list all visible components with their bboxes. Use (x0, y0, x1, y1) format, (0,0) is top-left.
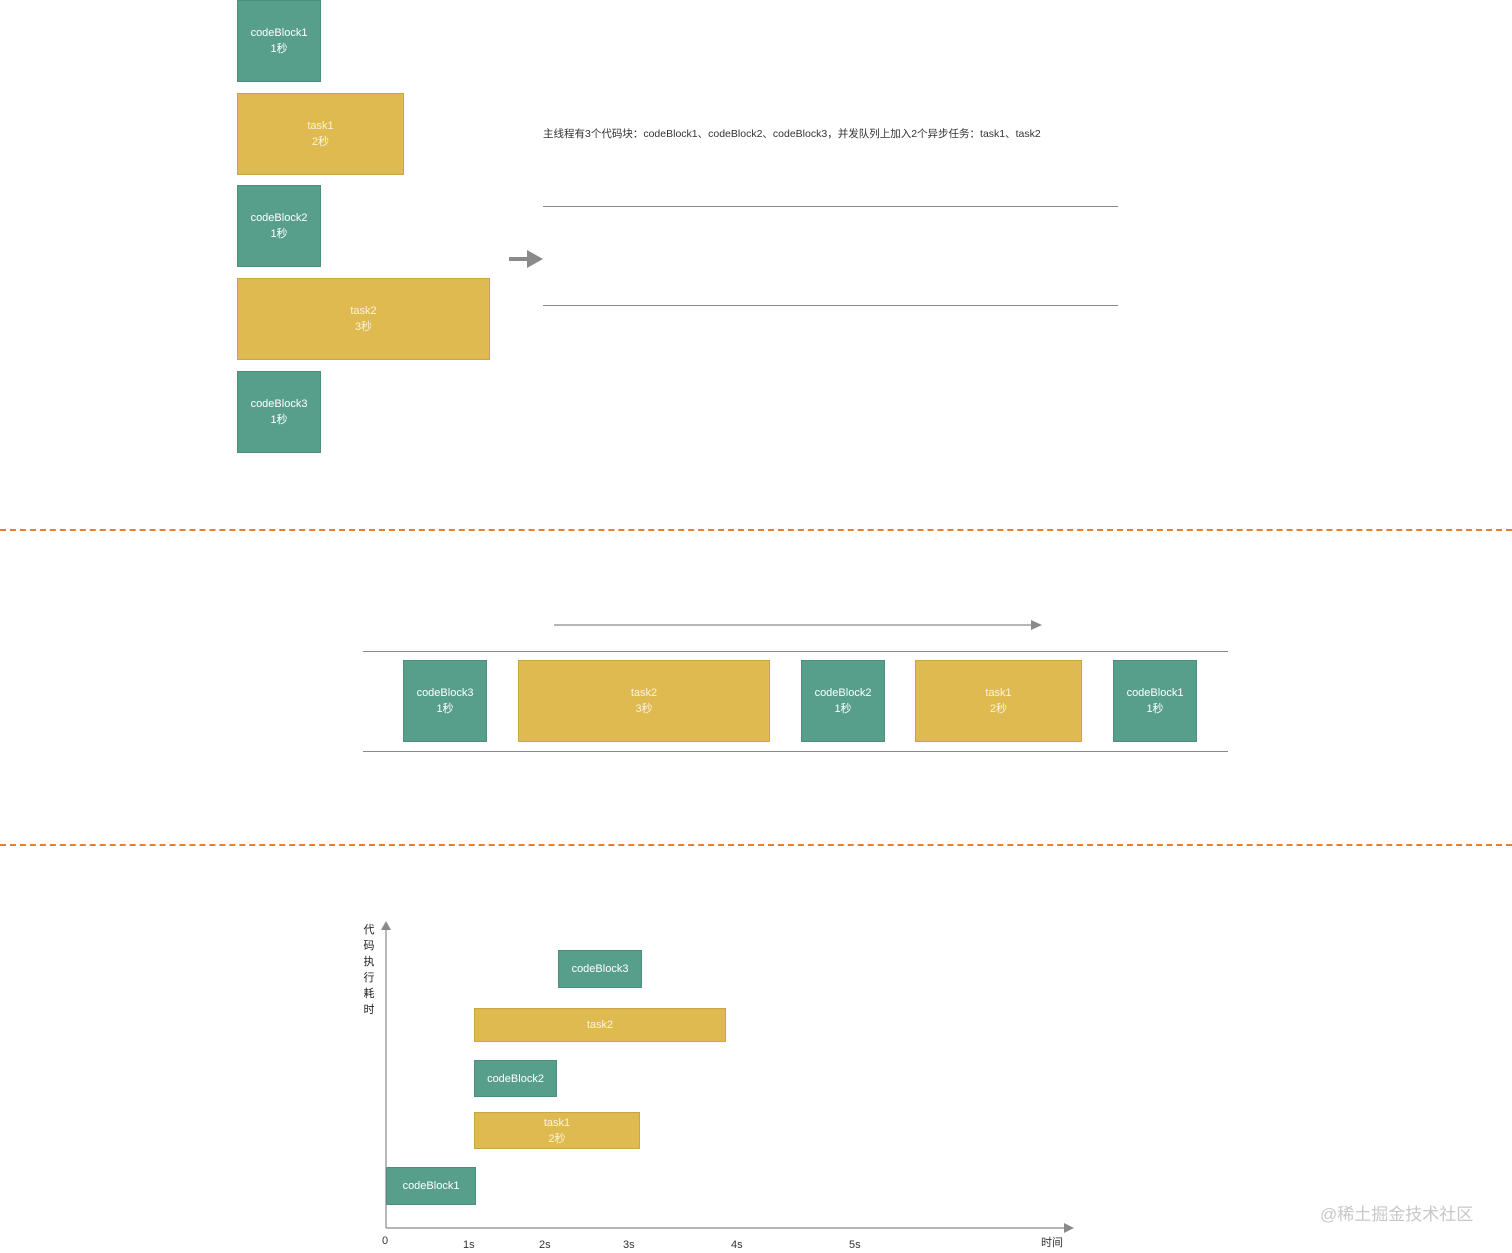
block-duration: 1秒 (834, 703, 852, 715)
block-duration: 2秒 (311, 136, 330, 148)
codeblock1-bar: codeBlock1 (386, 1167, 476, 1205)
task1-bar: task1 2秒 (474, 1112, 640, 1149)
block-name: task1 (307, 120, 334, 132)
block-name: codeBlock3 (416, 687, 474, 699)
bar-name: codeBlock1 (402, 1180, 460, 1192)
x-axis-label: 时间 (1041, 1237, 1063, 1249)
tick-label: 5s (849, 1239, 861, 1251)
codeblock1-block: codeBlock1 1秒 (237, 0, 321, 82)
tick-label: 0 (382, 1235, 389, 1247)
bar-name: task2 (586, 1019, 614, 1031)
queue-bottom-line (363, 751, 1228, 752)
codeblock1-block: codeBlock1 1秒 (1113, 660, 1197, 742)
bar-name: codeBlock3 (571, 963, 629, 975)
tick-label: 3s (623, 1239, 635, 1251)
y-axis-label: 代 码 执 行 耗 时 (363, 924, 375, 1016)
codeblock2-block: codeBlock2 1秒 (801, 660, 885, 742)
block-duration: 1秒 (270, 43, 288, 55)
right-arrow-icon (509, 250, 543, 268)
block-duration: 3秒 (635, 703, 653, 715)
block-duration: 1秒 (1146, 703, 1164, 715)
task2-block: task2 3秒 (237, 278, 490, 360)
codeblock2-bar: codeBlock2 (474, 1060, 557, 1097)
codeblock3-block: codeBlock3 1秒 (237, 371, 321, 453)
task2-block: task2 3秒 (518, 660, 770, 742)
codeblock2-block: codeBlock2 1秒 (237, 185, 321, 267)
section-divider (0, 529, 1512, 531)
block-name: codeBlock1 (250, 27, 308, 39)
block-duration: 3秒 (354, 321, 373, 333)
queue-top-line (543, 206, 1118, 207)
tick-label: 1s (463, 1239, 475, 1251)
block-name: codeBlock2 (250, 212, 308, 224)
codeblock3-block: codeBlock3 1秒 (403, 660, 487, 742)
block-duration: 1秒 (436, 703, 454, 715)
block-name: codeBlock3 (250, 398, 308, 410)
section-divider (0, 844, 1512, 846)
block-name: task2 (350, 305, 377, 317)
task1-block: task1 2秒 (915, 660, 1082, 742)
block-duration: 2秒 (989, 703, 1008, 715)
queue-top-line (363, 651, 1228, 652)
codeblock3-bar: codeBlock3 (558, 950, 642, 988)
queue-bottom-line (543, 305, 1118, 306)
block-duration: 1秒 (270, 228, 288, 240)
direction-arrow-icon (554, 620, 1042, 630)
task1-block: task1 2秒 (237, 93, 404, 175)
block-name: task1 (985, 687, 1012, 699)
block-name: task2 (630, 687, 658, 699)
block-name: codeBlock1 (1126, 687, 1184, 699)
tick-label: 2s (539, 1239, 551, 1251)
block-duration: 1秒 (270, 414, 288, 426)
task2-bar: task2 (474, 1008, 726, 1042)
watermark: @稀土掘金技术社区 (1320, 1205, 1474, 1224)
block-name: codeBlock2 (814, 687, 872, 699)
tick-label: 4s (731, 1239, 743, 1251)
bar-duration: 2秒 (548, 1132, 566, 1145)
bar-name: codeBlock2 (487, 1072, 544, 1085)
bar-name: task1 (543, 1116, 571, 1129)
description-text: 主线程有3个代码块：codeBlock1、codeBlock2、codeBloc… (543, 128, 1041, 140)
